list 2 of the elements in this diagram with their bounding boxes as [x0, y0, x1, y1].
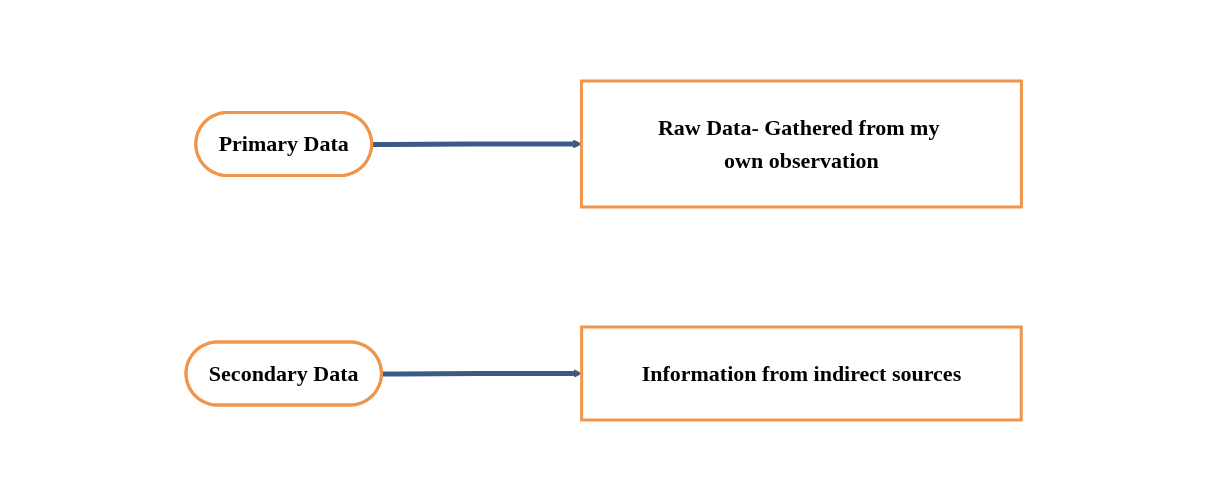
node-box: Information from indirect sources — [580, 325, 1023, 421]
node-box: Raw Data- Gathered from my own observation — [580, 79, 1024, 208]
